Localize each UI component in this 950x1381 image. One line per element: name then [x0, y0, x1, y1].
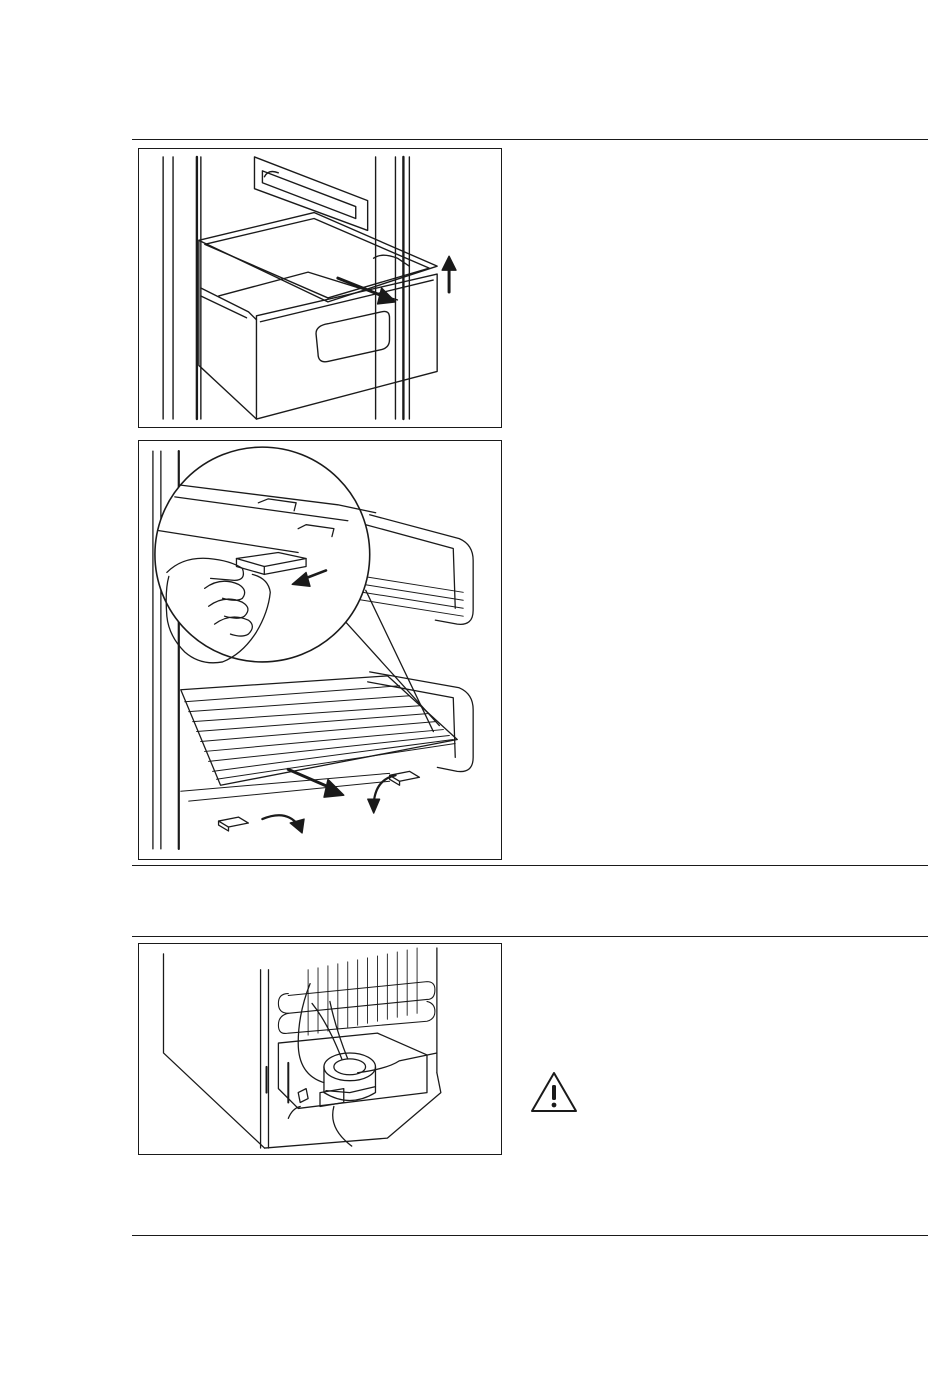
drawer-removal-illustration	[138, 148, 502, 428]
middle-rule-2	[132, 936, 928, 937]
warning-triangle-icon	[529, 1070, 579, 1114]
middle-rule-1	[132, 865, 928, 866]
top-rule	[132, 139, 928, 140]
compressor-rear-illustration	[138, 943, 502, 1155]
glass-shelf-removal-illustration	[138, 440, 502, 860]
bottom-rule	[132, 1235, 928, 1236]
